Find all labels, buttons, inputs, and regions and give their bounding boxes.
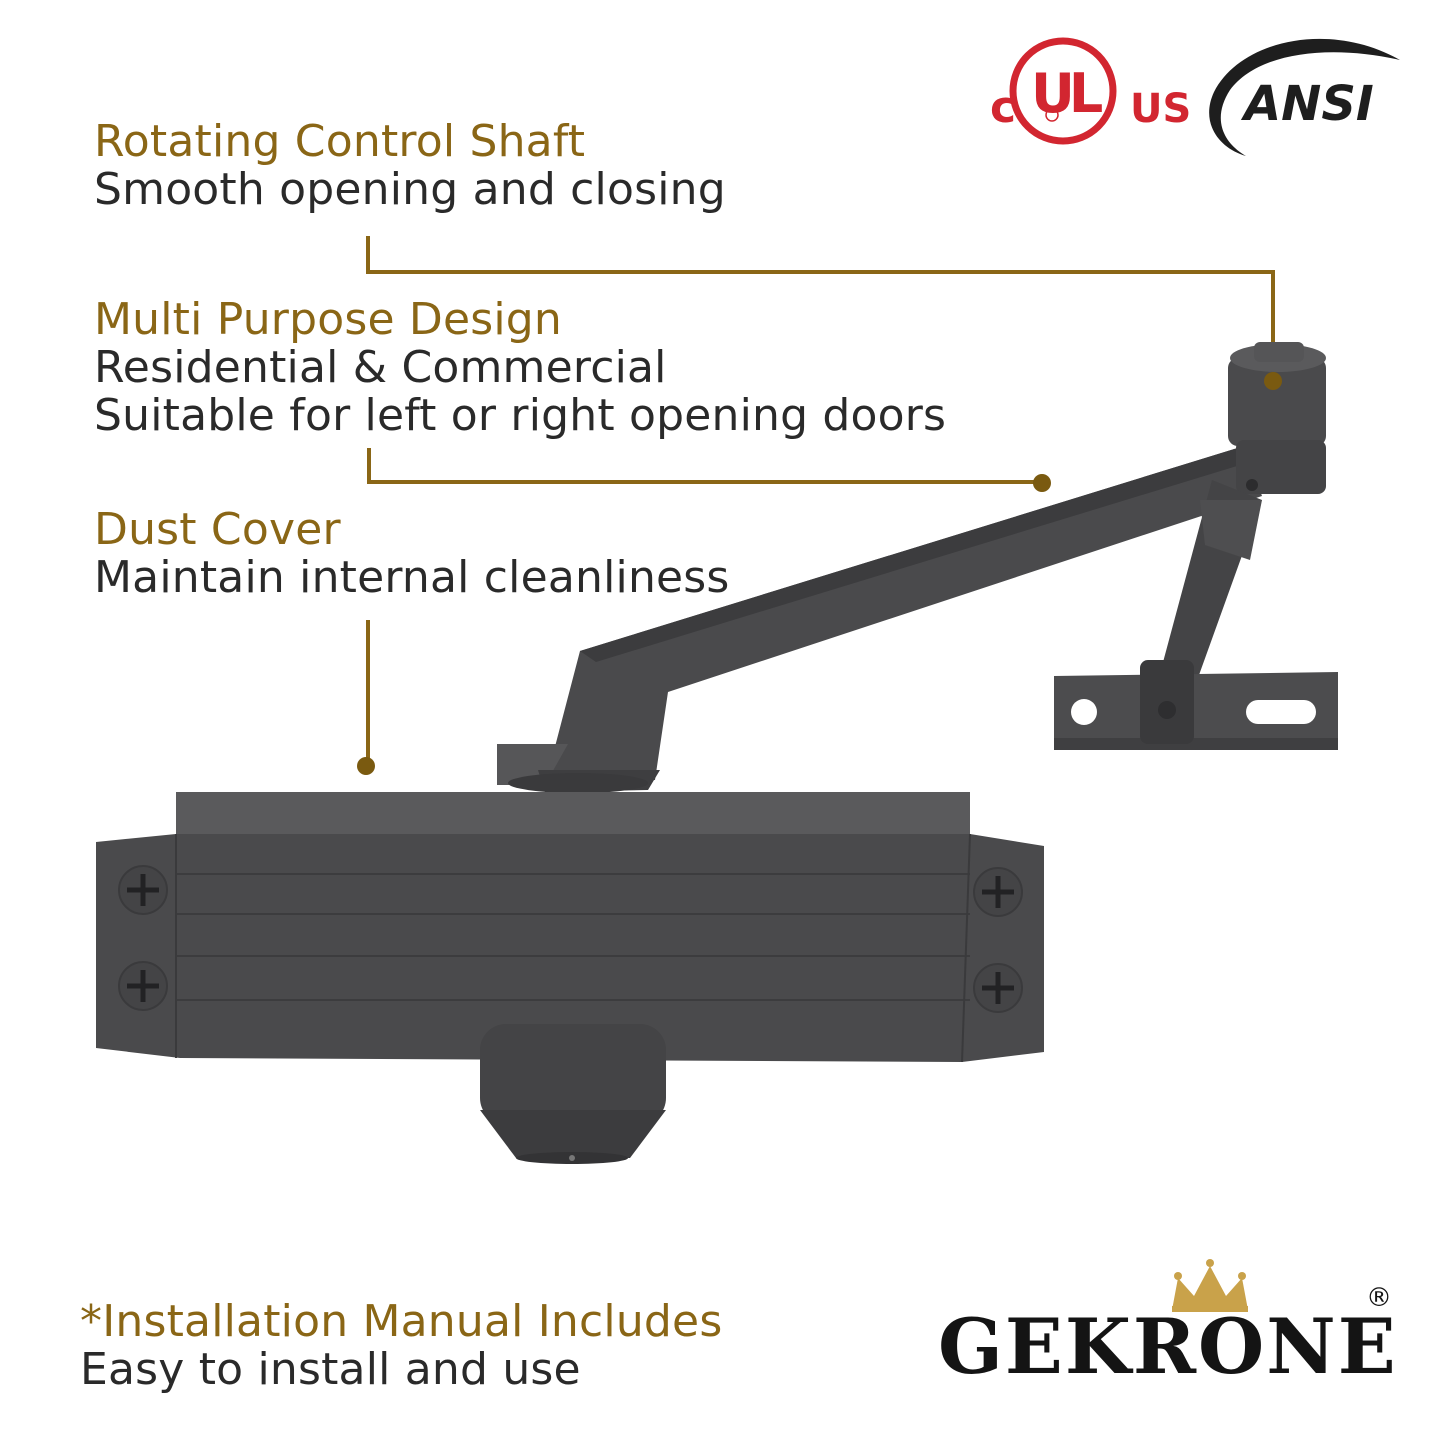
leader-dots bbox=[357, 372, 1282, 775]
feature-desc-multi-purpose-2: Suitable for left or right opening doors bbox=[94, 390, 947, 441]
leader-dot-multi-purpose bbox=[1033, 474, 1051, 492]
closer-body bbox=[96, 834, 1044, 1062]
ul-certification-icon: c UL US bbox=[990, 37, 1191, 145]
feature-desc-control-shaft: Smooth opening and closing bbox=[94, 164, 726, 215]
door-closer-image bbox=[96, 342, 1338, 1164]
leader-dot-dust-cover bbox=[357, 757, 375, 775]
leader-dot-control-shaft bbox=[1264, 372, 1282, 390]
feature-title-control-shaft: Rotating Control Shaft bbox=[94, 116, 586, 167]
install-desc: Easy to install and use bbox=[80, 1344, 581, 1395]
ansi-certification-icon: ANSI bbox=[1209, 38, 1400, 157]
feature-desc-multi-purpose-1: Residential & Commercial bbox=[94, 342, 667, 393]
feature-desc-dust-cover: Maintain internal cleanliness bbox=[94, 552, 730, 603]
closer-valve-cap bbox=[480, 1024, 666, 1124]
feature-title-dust-cover: Dust Cover bbox=[94, 504, 341, 555]
crown-icon bbox=[1172, 1259, 1248, 1312]
feature-title-multi-purpose: Multi Purpose Design bbox=[94, 294, 563, 345]
leader-line-control-shaft bbox=[366, 236, 1275, 380]
closer-main-arm bbox=[545, 446, 1262, 785]
install-title: *Installation Manual Includes bbox=[80, 1296, 723, 1347]
leader-line-multi-purpose bbox=[367, 448, 1042, 484]
closer-screws bbox=[118, 865, 1023, 1013]
closer-parallel-bracket bbox=[1054, 672, 1338, 750]
brand-name: GEKRONE bbox=[938, 1302, 1398, 1391]
ul-prefix: c bbox=[990, 82, 1016, 133]
ansi-label: ANSI bbox=[1240, 76, 1374, 132]
ul-suffix: US bbox=[1130, 86, 1191, 132]
leader-lines bbox=[366, 236, 1275, 766]
registered-mark: ® bbox=[1366, 1283, 1392, 1313]
ul-mark: UL bbox=[1031, 62, 1102, 125]
